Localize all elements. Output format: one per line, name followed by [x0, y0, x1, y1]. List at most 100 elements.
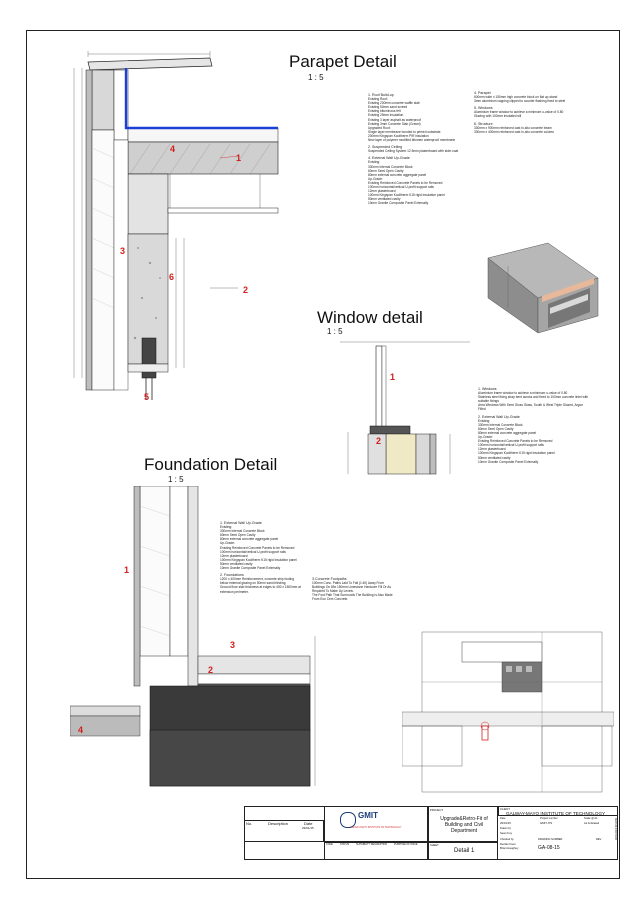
- project-number-value: GMIT-ITS: [540, 821, 553, 825]
- project-box: [428, 806, 498, 842]
- note-line: Glazing with 100mm insulated sill: [474, 114, 522, 119]
- sheet-border: [26, 30, 620, 879]
- drawn-by-value: Sean Foy: [500, 831, 512, 835]
- note-line: 10mm Granite Composite Panel Externally: [220, 566, 281, 571]
- note-line: 600mm wide x 150mm high concrete block o…: [474, 95, 558, 100]
- gmit-logo-subtitle: GALWAY-MAYO INSTITUTE OF TECHNOLOGY: [350, 826, 402, 829]
- status-label: STATUS: [340, 843, 350, 846]
- note-line: 100mm Kingspan Kooltherm K15 rigid insul…: [220, 557, 297, 562]
- note-line: Single layer membrane bonded to primed s…: [368, 129, 441, 134]
- note-line: 3mm aluminium capping clipped to counter…: [474, 99, 566, 104]
- note-line: 100mm horizontal/vertical U-profit suppo…: [368, 184, 434, 189]
- client-box: [498, 806, 618, 816]
- foundation-section-drawing: [70, 486, 316, 787]
- project-label: PROJECT: [430, 808, 444, 812]
- gmit-logo-icon: [340, 812, 356, 828]
- note-line: 10mm Granite Composite Panel Externally: [478, 459, 539, 464]
- gmit-logo-text: GMIT: [358, 811, 378, 820]
- status-row: [324, 842, 428, 860]
- drawing-number-value: GA-08-15: [538, 845, 560, 851]
- note-line: 12mm plasterboard: [478, 447, 506, 452]
- note-line: 200mm Kingspan Kooltherm PIR insulation: [368, 133, 429, 138]
- foundation-scale: 1 : 5: [168, 475, 184, 484]
- foundation-tag-1: 1: [124, 565, 130, 575]
- rev-date-header: Date: [304, 821, 313, 826]
- note-line: Aluminium frame window to achieve a mini…: [474, 110, 564, 115]
- suitability-label: SUITABILITY DESCRIPTION: [356, 843, 388, 846]
- note-line: Existing 3mm Concrete Slab (Gravel): [368, 121, 421, 126]
- logo-box: [324, 806, 428, 842]
- note-heading: 4. Parapet: [474, 91, 491, 95]
- note-line: 10mm Granite Composite Panel Externally: [368, 201, 429, 206]
- code-label: CODE: [326, 843, 333, 846]
- note-line: 100mm Kingspan Kooltherm K15 rigid insul…: [478, 451, 555, 456]
- note-line: 80mm external concrete aggregate panel: [368, 172, 427, 177]
- note-heading: 1. Roof Build-up: [368, 93, 394, 97]
- window-tag-1: 1: [390, 372, 396, 382]
- note-line: New layer of polymer modified bitumen wa…: [368, 138, 456, 143]
- parapet-tag-4: 4: [170, 144, 176, 154]
- parapet-section-drawing: [73, 51, 279, 400]
- note-line: Upgraded Roof:: [368, 125, 391, 130]
- note-heading: 2. Suspended Ceiling: [368, 145, 403, 150]
- checked-by-value-2: Brian Haughey: [500, 846, 519, 850]
- rev-no-header: No.: [246, 821, 253, 826]
- checked-by-value: Declan Frem: [500, 842, 517, 846]
- note-line: Existing 50mm sand screed: [368, 105, 408, 110]
- note-line: Ground floor slab thickness at edges to …: [220, 585, 301, 594]
- note-line: Existing:: [478, 418, 491, 423]
- note-line: 330mm Internal Concrete Block: [478, 422, 523, 427]
- note-line: Suspended Ceiling System 12.5mm plasterb…: [368, 149, 459, 154]
- rev-label: REV: [596, 838, 602, 841]
- note-line: 80mm external concrete aggregate panel: [220, 537, 279, 542]
- note-line: 100mm Conc. Paths Laid To Fall (1:40) Aw…: [312, 581, 392, 594]
- project-name: Upgrade&Retro-Fit of Building and Civil …: [440, 816, 488, 834]
- note-line: Up-Grade:: [220, 541, 235, 546]
- note-line: Existing:: [220, 525, 233, 530]
- note-line: 50mm ventilated cavity: [368, 197, 401, 202]
- parapet-tag-1: 1: [236, 153, 242, 163]
- foundation-title: Foundation Detail: [144, 455, 278, 474]
- note-line: 1200 x 400mm Reinforcement, concrete str…: [220, 577, 295, 586]
- note-heading: 1. Windows: [478, 387, 497, 391]
- note-line: Area Windows With Semi Gloss Glass, Sout…: [478, 403, 583, 412]
- parapet-title: Parapet Detail: [289, 52, 397, 71]
- note-line: Up-Grade:: [368, 176, 383, 181]
- note-line: 12mm plasterboard: [220, 553, 248, 558]
- site-plan-drawing: [402, 631, 614, 793]
- note-line: Existing bituminous felt: [368, 109, 401, 114]
- note-heading: 3.Concrete Footpaths: [312, 577, 347, 581]
- parapet-tag-5: 5: [144, 392, 150, 402]
- client-label: CLIENT: [500, 807, 510, 811]
- note-line: 100mm horizontal/vertical U-profit suppo…: [220, 549, 286, 554]
- note-line: 330mm x 400mm reinforced cast in-situ co…: [474, 129, 555, 134]
- window-title: Window detail: [317, 308, 423, 327]
- purpose-label: PURPOSE OF ISSUE: [394, 843, 418, 846]
- note-line: Up-Grade:: [478, 435, 493, 440]
- scale-value: As indicated: [584, 821, 600, 825]
- note-line: Existing 25mm insulation: [368, 113, 404, 118]
- note-line: 80mm external concrete aggregate panel: [478, 430, 537, 435]
- window-scale: 1 : 5: [327, 327, 343, 336]
- note-line: Existing Reinforced Concrete Panels to b…: [478, 439, 553, 444]
- note-line: 330mm x 900mm reinforced cast in-situ co…: [474, 125, 552, 130]
- foundation-tag-2: 2: [208, 665, 214, 675]
- parapet-tag-6: 6: [169, 272, 175, 282]
- note-heading: 6. Structure: [474, 121, 493, 126]
- checked-by-label: Checked by: [500, 838, 514, 841]
- sheet-box: [428, 842, 498, 860]
- note-line: 60mm Semi Open Cavity: [220, 533, 256, 538]
- note-line: 50mm ventilated cavity: [478, 455, 511, 460]
- note-line: Stainless steel fixing strap bent across…: [478, 395, 589, 404]
- date-label: Date: [500, 817, 506, 820]
- sheet-label: SHEET: [430, 844, 439, 847]
- note-line: 100mm Kingspan Kooltherm K15 rigid insul…: [368, 193, 445, 198]
- note-heading: 1. External Wall Up-Grade: [220, 521, 262, 525]
- note-line: 12mm plasterboard: [368, 189, 396, 194]
- parapet-tag-2: 2: [243, 285, 249, 295]
